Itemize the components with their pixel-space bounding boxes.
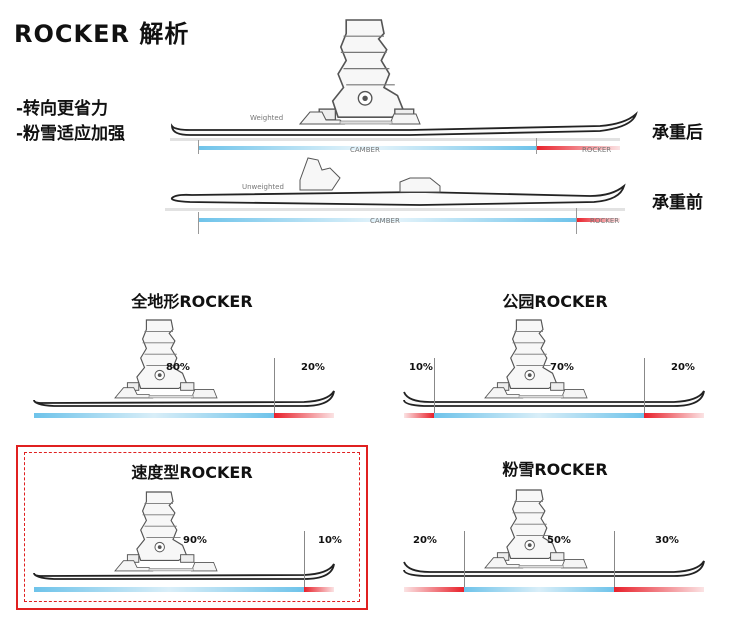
weighted-rocker-label: ROCKER [582,146,612,154]
speed-ski [33,563,335,580]
weighted-diagram [170,19,638,154]
speed-title: 速度型ROCKER [131,463,253,482]
speed-pct-2: 10% [318,535,342,546]
allmountain-title: 全地形ROCKER [131,292,253,311]
powder-divider-1 [464,531,465,587]
speed-divider-1 [304,531,305,587]
unweighted-camber-bar [198,218,576,222]
powder-divider-2 [614,531,615,587]
feature-powder: -粉雪适应加强 [16,124,126,144]
unweighted-ski [170,183,626,206]
speed-binding [114,560,218,572]
powder-diagram [403,489,705,592]
speed-diagram [33,491,335,592]
unweighted-shadow [165,208,625,211]
powder-pct-2: 50% [547,535,571,546]
powder-pct-3: 30% [655,535,679,546]
park-divider-2 [644,358,645,413]
allmountain-diagram [33,319,335,418]
speed-bar-1 [34,587,304,592]
unweighted-rocker-label: ROCKER [590,217,620,225]
park-boot [496,319,565,391]
weighted-tick-left [198,140,199,154]
park-binding [484,387,588,399]
unweighted-camber-label: CAMBER [370,217,400,225]
speed-boot [126,491,195,563]
park-bar-1 [404,413,434,418]
allmountain-pct-1: 80% [166,362,190,373]
weighted-boot [318,19,415,121]
unweighted-diagram [165,157,626,234]
weighted-rocker-bar [536,146,620,150]
highlight-box [16,445,368,610]
park-title: 公园ROCKER [502,292,608,311]
powder-title: 粉雪ROCKER [502,460,608,479]
powder-binding [484,557,588,569]
park-pct-2: 70% [550,362,574,373]
feature-steering: -转向更省力 [16,99,109,119]
allmountain-binding [114,387,218,399]
park-bar-3 [644,413,704,418]
park-divider-1 [434,358,435,413]
park-bar-2 [434,413,644,418]
powder-bar-2 [464,587,614,592]
unweighted-toe-binding [399,177,441,193]
unweighted-label: Unweighted [242,183,284,191]
types-layer [33,319,705,592]
powder-bar-1 [404,587,464,592]
park-ski [403,390,705,407]
unweighted-heel-binding [299,157,341,191]
unweighted-rocker-bar [576,218,620,222]
unweighted-tick-split [576,208,577,234]
powder-pct-1: 20% [413,535,437,546]
speed-pct-1: 90% [183,535,207,546]
allmountain-pct-2: 20% [301,362,325,373]
weighted-shadow [170,138,620,141]
weighted-camber-bar [198,146,536,150]
allmountain-boot [126,319,195,391]
park-diagram [403,319,705,418]
weighted-label: Weighted [250,114,284,122]
powder-ski [403,560,705,577]
highlight-inner-box [24,452,360,602]
allmountain-divider-1 [274,358,275,413]
unweighted-side-label: 承重前 [652,193,703,213]
powder-bar-3 [614,587,704,592]
park-pct-1: 10% [409,362,433,373]
speed-bar-2 [304,587,334,592]
page-title: ROCKER 解析 [14,20,190,48]
weighted-tick-split [536,138,537,154]
powder-boot [496,489,565,561]
weighted-camber-label: CAMBER [350,146,380,154]
allmountain-bar-1 [34,413,274,418]
weighted-ski [171,111,638,136]
unweighted-tick-left [198,212,199,234]
park-pct-3: 20% [671,362,695,373]
allmountain-bar-2 [274,413,334,418]
allmountain-ski [33,390,335,407]
weighted-side-label: 承重后 [652,123,703,143]
